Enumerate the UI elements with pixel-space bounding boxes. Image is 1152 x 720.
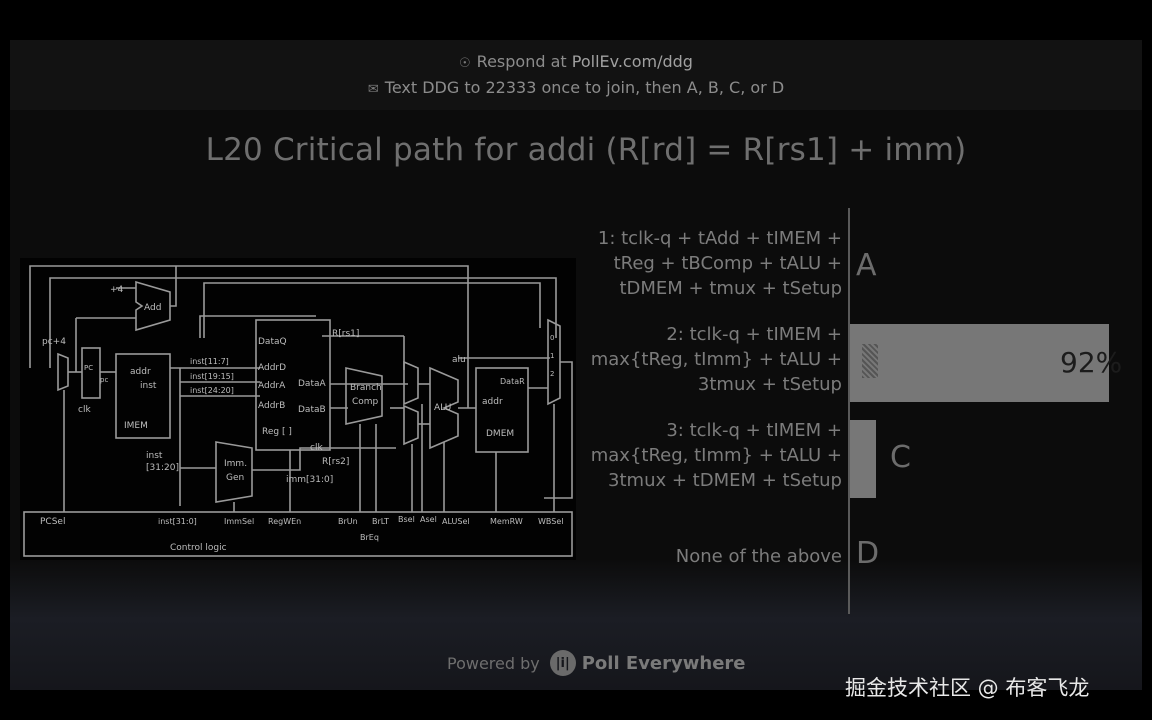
option-a-letter: A [856,248,877,283]
respond-line: ☉ Respond at PollEv.com/ddg [0,52,1152,71]
breq-label: BrEq [360,533,379,542]
globe-icon: ☉ [459,56,471,71]
addrd-label: AddrD [258,363,286,373]
addrb-label: AddrB [258,401,285,411]
join-instructions-bar [10,40,1142,110]
alusel-label: ALUSel [442,517,470,526]
wbmux-0-label: 0 [550,334,554,342]
branch-label-1: Branch [350,383,382,393]
option-a-label: 1: tclk-q + tAdd + tIMEM + tReg + tBComp… [597,228,842,299]
text-join-instructions: Text DDG to 22333 once to join, then A, … [384,78,785,97]
regfile-clk-label: clk [310,443,323,453]
immgen-label-1: Imm. [224,459,247,469]
regwen-label: RegWEn [268,517,301,526]
datar-label: DataR [500,377,525,386]
dmem-label: DMEM [486,429,514,439]
imem-label: IMEM [124,421,148,431]
rrs2-label: R[rs2] [322,457,349,467]
wbmux-2-label: 2 [550,370,554,378]
option-b-bar [850,324,1109,402]
imem-addr-label: addr [130,367,151,377]
respond-prefix: Respond at [476,52,572,71]
inst-19-15-label: inst[19:15] [190,372,234,381]
regfile-label: Reg [ ] [262,427,292,437]
control-logic-label: Control logic [170,543,227,553]
immsel-label: ImmSel [224,517,254,526]
option-c-letter: C [890,440,911,475]
immgen-label-2: Gen [226,473,244,483]
imm-bits-label: [31:20] [146,463,179,473]
imm-inst-label: inst [146,451,163,461]
plus4-label: +4 [110,285,124,295]
option-d-label: None of the above [675,546,842,567]
sms-icon: ✉ [367,82,379,97]
option-d-letter: D [856,536,880,571]
datapath-diagram: +4 Add pc+4 PC pc clk addr inst IMEM ins… [20,258,576,560]
footer-background [10,560,1142,690]
brlt-label: BrLT [372,517,389,526]
powered-by: Powered by |i| Poll Everywhere [447,650,745,676]
option-b-letter-swatch [862,344,878,378]
poll-everywhere-logo-icon: |i| [549,650,576,676]
datapath-svg: +4 Add pc+4 PC pc clk addr inst IMEM ins… [23,265,573,557]
alu-out-label: alu [452,355,466,365]
pcsel-label: PCSel [40,517,65,527]
dmem-addr-label: addr [482,397,503,407]
adder-label: Add [144,303,161,313]
brun-label: BrUn [338,517,358,526]
option-b-percent: 92% [1060,346,1123,379]
addra-label: AddrA [258,381,286,391]
clk-label: clk [78,405,91,415]
dataa-label: DataA [298,379,326,389]
memrw-label: MemRW [490,517,523,526]
watermark: 掘金技术社区 @ 布客飞龙 [845,676,1090,700]
respond-url[interactable]: PollEv.com/ddg [571,52,693,71]
option-c-bar [850,420,876,498]
inst-31-0-label: inst[31:0] [158,517,197,526]
asel-label: Asel [420,515,437,524]
datab-label: DataB [298,405,326,415]
poll-title: L20 Critical path for addi (R[rd] = R[rs… [205,132,967,168]
text-join-line: ✉ Text DDG to 22333 once to join, then A,… [0,78,1152,97]
pc-out-label: pc [100,376,108,384]
powered-by-text: Powered by [447,653,540,673]
bsel-label: Bsel [398,515,415,524]
imem-inst-label: inst [140,381,157,391]
wbsel-label: WBSel [538,517,563,526]
alu-label: ALU [434,403,451,413]
imm-out-label: imm[31:0] [286,475,333,485]
branch-label-2: Comp [352,397,379,407]
option-c-label: 3: tclk-q + tIMEM + max{tReg, tImm} + tA… [590,420,842,491]
option-b-label: 2: tclk-q + tIMEM + max{tReg, tImm} + tA… [590,324,842,395]
pc-register-label: PC [84,364,93,372]
wbmux-1-label: 1 [550,352,554,360]
brand-name[interactable]: Poll Everywhere [581,652,746,674]
inst-24-20-label: inst[24:20] [190,386,234,395]
inst-11-7-label: inst[11:7] [190,357,229,366]
dataq-label: DataQ [258,337,287,347]
results-axis [848,208,850,614]
pc4-label: pc+4 [42,337,66,347]
rrs1-label: R[rs1] [332,329,359,339]
